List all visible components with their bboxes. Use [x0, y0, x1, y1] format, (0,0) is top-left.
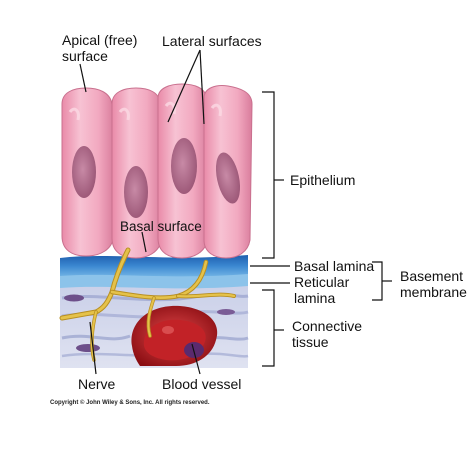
basal-lamina-label: Basal lamina	[294, 258, 375, 274]
copyright-notice: Copyright © John Wiley & Sons, Inc. All …	[50, 400, 210, 406]
nerve-fibers	[59, 247, 236, 362]
lateral-surfaces-label: Lateral surfaces	[162, 33, 262, 49]
blood-vessel-label: Blood vessel	[162, 376, 242, 392]
epithelium-label: Epithelium	[290, 172, 356, 188]
nerve-label: Nerve	[78, 376, 116, 392]
apical-surface-label-line2: surface	[62, 48, 108, 64]
reticular-lamina-label-line1: Reticular	[294, 274, 350, 290]
leader-lines	[79, 49, 392, 375]
basement-membrane-label-line2: membrane	[400, 284, 467, 300]
connective-tissue-label-line2: tissue	[292, 334, 329, 350]
basement-membrane-label-line1: Basement	[400, 268, 464, 284]
connective-tissue-label-line1: Connective	[292, 318, 363, 334]
blood-vessel-shape	[131, 305, 218, 366]
basal-surface-label: Basal surface	[120, 219, 202, 234]
apical-surface-label-line1: Apical (free)	[62, 32, 138, 48]
reticular-lamina-label-line2: lamina	[294, 290, 336, 306]
epithelial-cells	[61, 83, 253, 259]
basement-membrane-bands	[60, 255, 248, 289]
